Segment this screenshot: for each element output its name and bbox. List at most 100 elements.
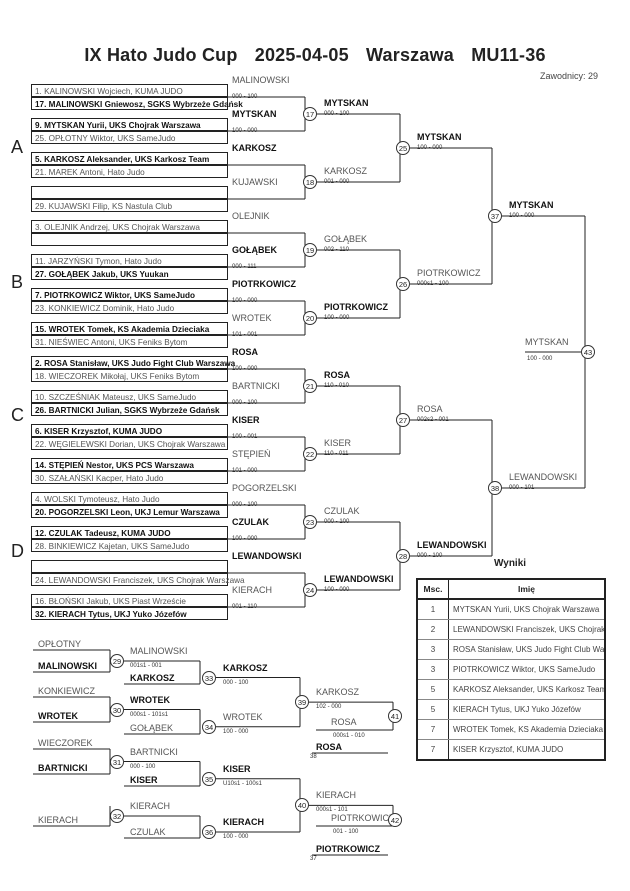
repechage-entrant: WIECZOREK [38, 738, 93, 748]
entry-slot: 16. BŁOŃSKI Jakub, UKS Piast Wrzeście [31, 594, 228, 607]
entry-slot [31, 560, 228, 573]
match-number: 25 [396, 141, 410, 155]
round1-score: 101 - 000 [232, 468, 258, 474]
entry-slot: 5. KARKOSZ Aleksander, UKS Karkosz Team [31, 152, 228, 165]
round1-score: 001 - 110 [232, 604, 257, 610]
repechage-entrant: KIERACH [38, 815, 79, 825]
round1-winner: KARKOSZ [232, 143, 277, 153]
results-place: 7 [417, 739, 449, 761]
round3-score: 000 - 100 [417, 553, 443, 559]
match-number: 29 [110, 654, 124, 668]
match-number: 21 [303, 379, 317, 393]
repechage-score: 000s1 - 101s1 [130, 711, 169, 718]
round1-winner: GOŁĄBEK [232, 245, 277, 255]
bronze-winner: PIOTRKOWICZ [316, 844, 380, 854]
repechage-ref: 38 [310, 754, 317, 760]
page-title: IX Hato Judo Cup 2025-04-05 Warszawa MU1… [0, 45, 630, 66]
round2-score: 100 - 000 [324, 587, 350, 593]
entry-slot: 28. BINKIEWICZ Kajetan, UKS SameJudo [31, 539, 228, 552]
match-number: 37 [488, 209, 502, 223]
match-number: 23 [303, 515, 317, 529]
round1-score: 000 - 100 [232, 400, 258, 406]
entry-slot [31, 233, 228, 246]
round1-winner: BARTNICKI [232, 381, 280, 391]
results-place: 5 [417, 699, 449, 720]
round4-score: 000 - 101 [509, 485, 535, 491]
repechage-entrant: GOŁĄBEK [130, 723, 174, 733]
repechage-entrant: KARKOSZ [130, 673, 175, 683]
entry-slot: 30. SZAŁAŃSKI Kacper, Hato Judo [31, 471, 228, 484]
repechage-entrant: BARTNICKI [38, 763, 88, 773]
round1-winner: LEWANDOWSKI [232, 551, 302, 561]
match-number: 18 [303, 175, 317, 189]
round2-winner: CZULAK [324, 506, 360, 516]
match-number: 40 [295, 798, 309, 813]
repechage-entrant: CZULAK [130, 827, 166, 837]
round1-score: 100 - 000 [232, 298, 258, 304]
match-number: 41 [388, 709, 402, 724]
round2-winner: LEWANDOWSKI [324, 574, 394, 584]
match-number: 36 [202, 825, 216, 839]
round1-winner: KISER [232, 415, 260, 425]
repechage-score: 000 - 100 [223, 679, 249, 686]
entry-slot: 12. CZULAK Tadeusz, KUMA JUDO [31, 526, 228, 539]
entry-slot: 3. OLEJNIK Andrzej, UKS Chojrak Warszawa [31, 220, 228, 233]
round1-winner: CZULAK [232, 517, 269, 527]
entry-slot: 11. JARZYŃSKI Tymon, Hato Judo [31, 254, 228, 267]
round1-winner: KUJAWSKI [232, 177, 278, 187]
repechage-entrant: ROSA [331, 717, 357, 727]
match-number: 31 [110, 754, 124, 769]
entry-slot: 18. WIECZOREK Mikołaj, UKS Feniks Bytom [31, 369, 228, 382]
entry-slot: 4. WOLSKI Tymoteusz, Hato Judo [31, 492, 228, 505]
round1-winner: MALINOWSKI [232, 75, 290, 85]
round1-winner: OLEJNIK [232, 211, 270, 221]
round3-winner: PIOTRKOWICZ [417, 268, 481, 278]
final-winner: MYTSKAN [525, 337, 569, 347]
results-name: WROTEK Tomek, KS Akademia Dzieciaka [448, 719, 605, 740]
match-number: 28 [396, 549, 410, 563]
entry-slot: 26. BARTNICKI Julian, SGKS Wybrzeże Gdań… [31, 403, 228, 416]
entry-slot: 1. KALINOWSKI Wojciech, KUMA JUDO [31, 84, 228, 97]
repechage-score: 000s1 - 101 [316, 807, 348, 814]
repechage-entrant: WROTEK [38, 711, 78, 721]
repechage-score: U10s1 - 100s1 [223, 780, 263, 787]
section-label-c: C [11, 405, 24, 425]
repechage-entrant: PIOTRKOWICZ [331, 813, 395, 823]
tournament-date: 2025-04-05 [254, 45, 349, 65]
repechage-winner: MALINOWSKI [130, 646, 188, 656]
round2-winner: KARKOSZ [324, 166, 368, 176]
results-name: KARKOSZ Aleksander, UKS Karkosz Team [448, 679, 605, 700]
match-number: 39 [295, 695, 309, 710]
round1-winner: POGORZELSKI [232, 483, 297, 493]
round1-score: 100 - 000 [232, 128, 258, 134]
entry-slot: 10. SZCZEŚNIAK Mateusz, UKS SameJudo [31, 390, 228, 403]
results-place: 1 [417, 599, 449, 620]
round1-winner: WROTEK [232, 313, 272, 323]
entry-slot: 32. KIERACH Tytus, UKJ Yuko Józefów [31, 607, 228, 620]
repechage-score: 001s1 - 001 [130, 663, 162, 669]
round1-score: 101 - 001 [232, 332, 258, 338]
entry-slot: 23. KONKIEWICZ Dominik, Hato Judo [31, 301, 228, 314]
repechage-entrant: KONKIEWICZ [38, 686, 96, 696]
match-number: 32 [110, 809, 124, 823]
results-name: PIOTRKOWICZ Wiktor, UKS SameJudo [448, 659, 605, 680]
entry-slot: 15. WROTEK Tomek, KS Akademia Dzieciaka [31, 322, 228, 335]
repechage-winner: KIERACH [223, 817, 265, 827]
round3-winner: MYTSKAN [417, 132, 462, 142]
match-number: 35 [202, 771, 216, 786]
entry-slot: 9. MYTSKAN Yurii, UKS Chojrak Warszawa [31, 118, 228, 131]
entry-slot: 29. KUJAWSKI Filip, KS Nastula Club [31, 199, 228, 212]
round3-winner: ROSA [417, 404, 443, 414]
match-number: 22 [303, 447, 317, 461]
results-place: 3 [417, 639, 449, 660]
round1-score: 100 - 001 [232, 434, 258, 440]
results-header-place: Msc. [417, 579, 449, 600]
entry-slot: 17. MALINOWSKI Gniewosz, SGKS Wybrzeże G… [31, 97, 243, 110]
weight-category: MU11-36 [471, 45, 546, 65]
repechage-winner: KIERACH [130, 801, 171, 811]
round2-score: 100 - 000 [324, 315, 350, 321]
